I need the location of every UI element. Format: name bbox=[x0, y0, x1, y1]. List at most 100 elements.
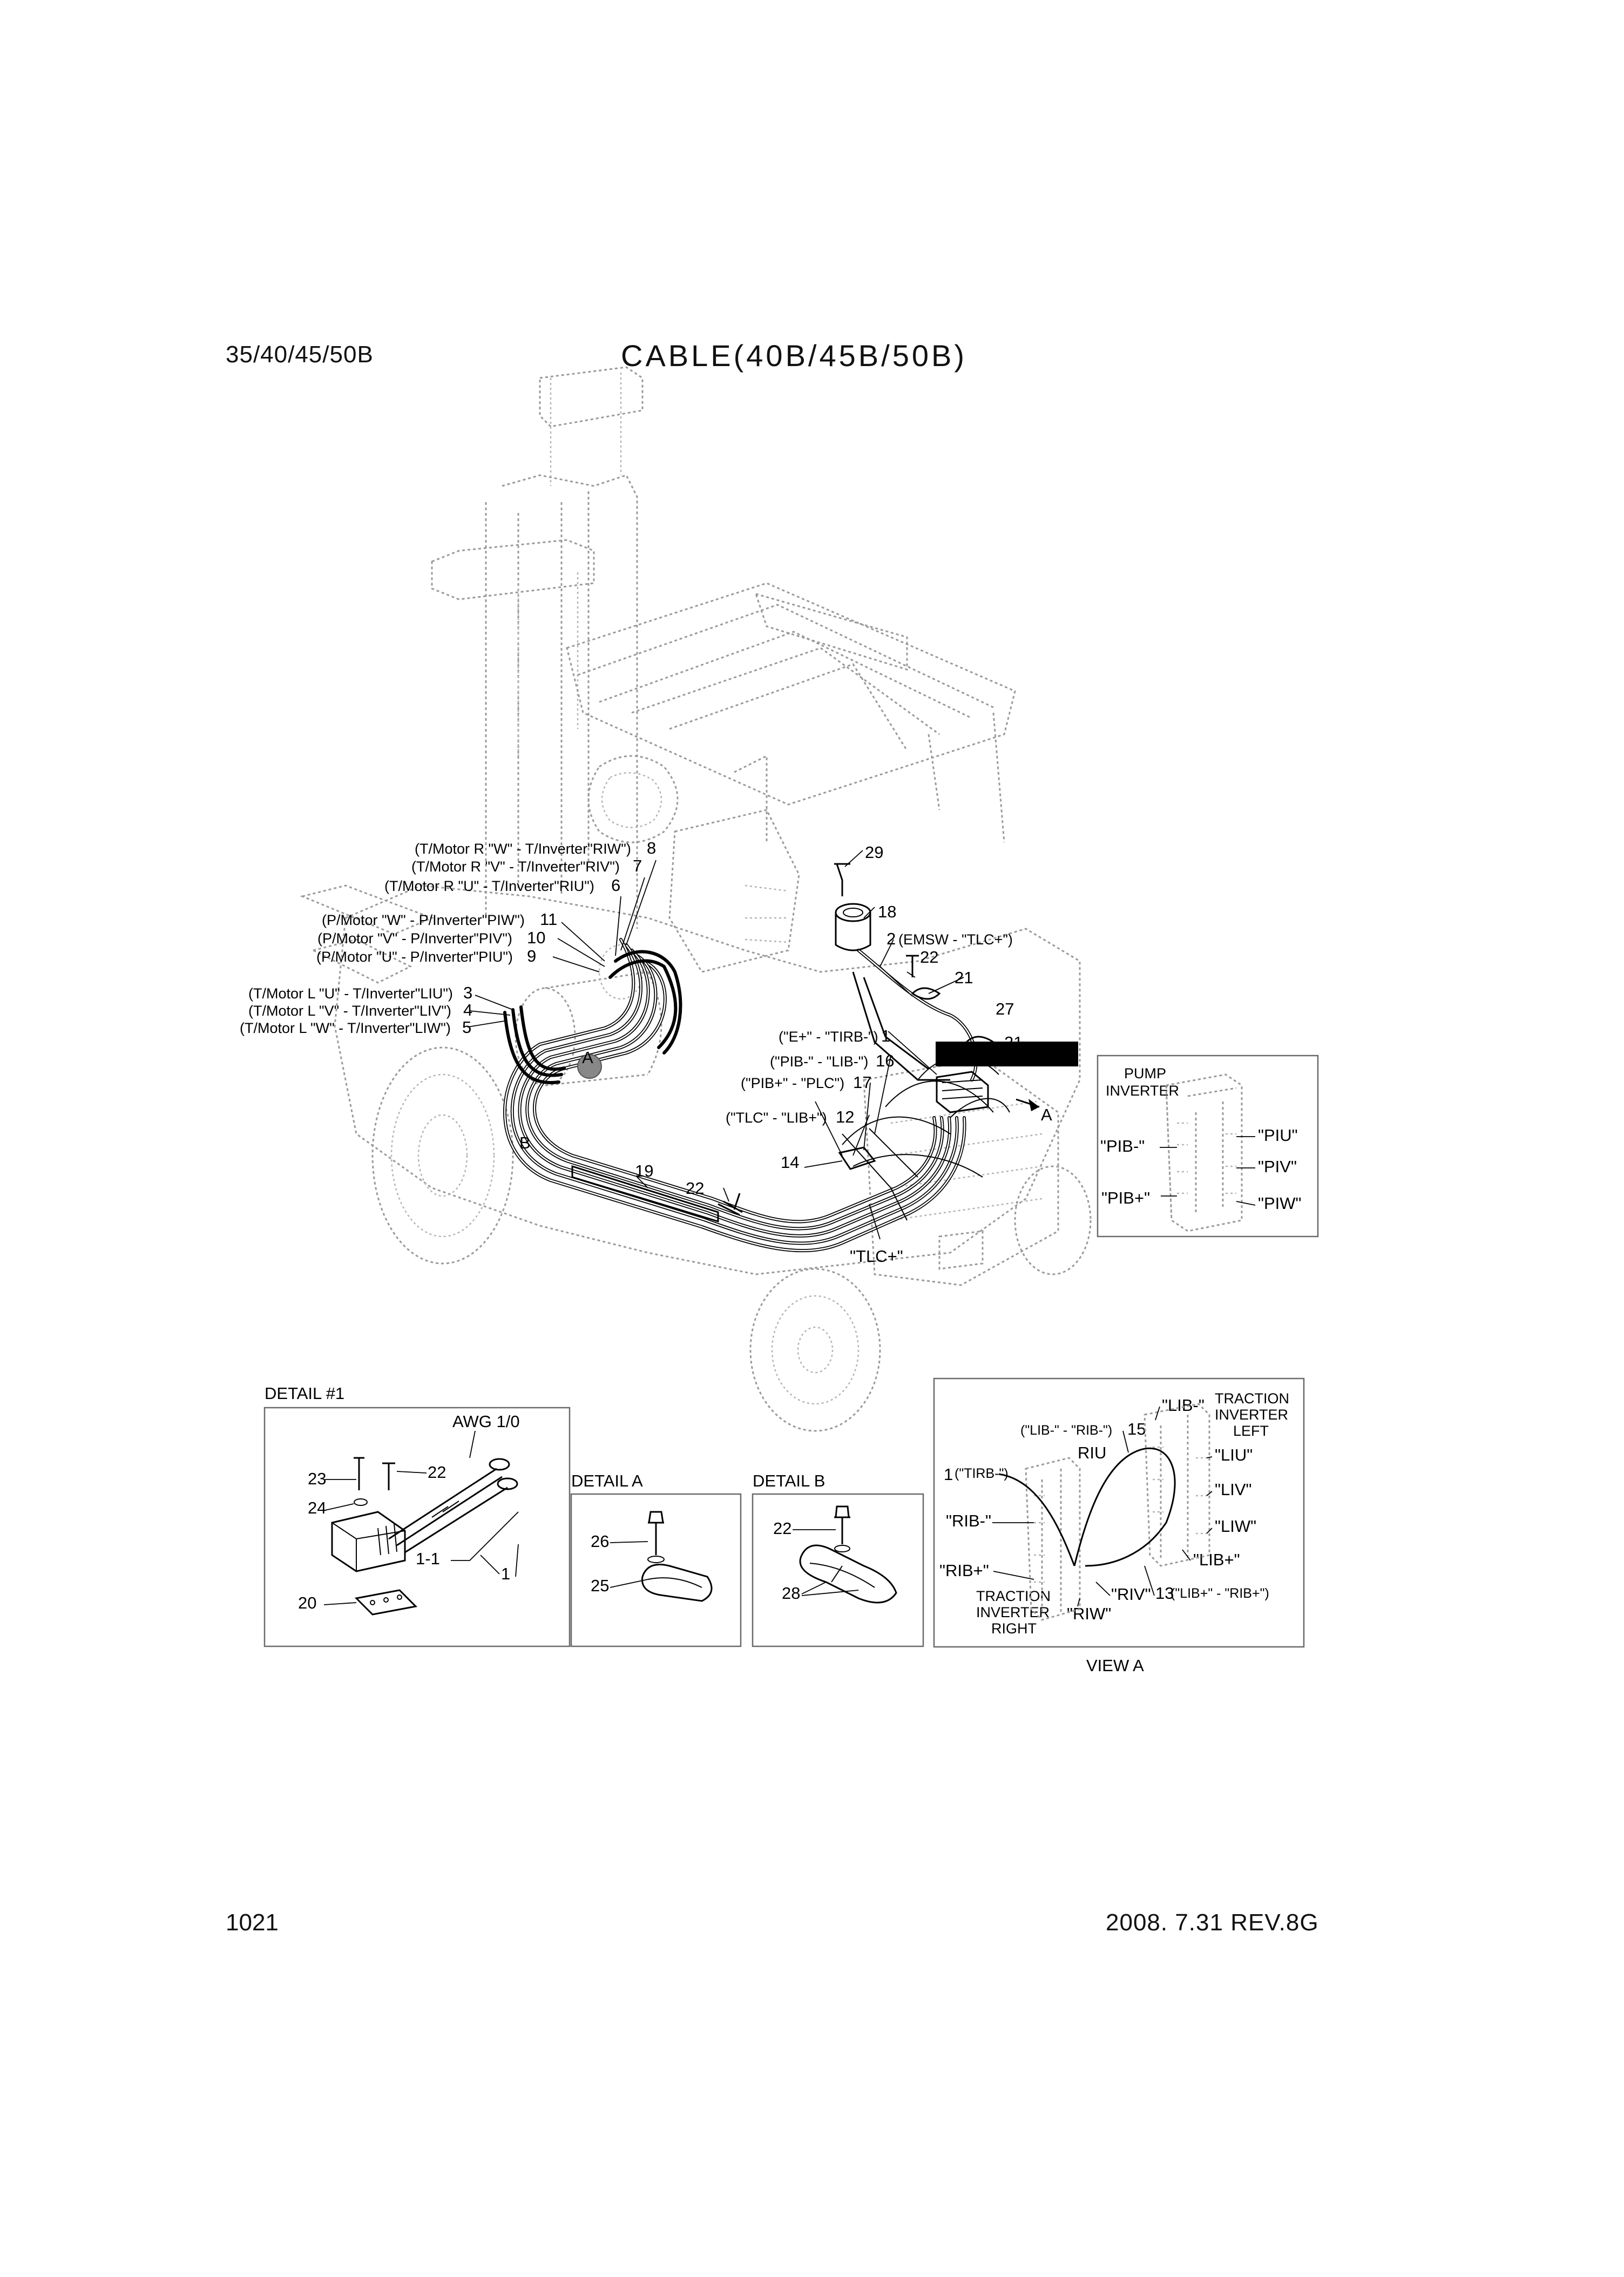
part-number-27: 27 bbox=[996, 999, 1014, 1018]
detail-1-part-20: 20 bbox=[298, 1593, 316, 1612]
traction-left-title-2: INVERTER bbox=[1215, 1407, 1288, 1423]
callout-cable-7-label: (T/Motor R "V" - T/Inverter"RIV") bbox=[411, 859, 620, 875]
view-a-terminal-lib-minus: "LIB-" bbox=[1162, 1396, 1205, 1415]
part-number-18: 18 bbox=[878, 902, 896, 921]
redaction-bar bbox=[936, 1042, 1078, 1066]
detail-1-part-1: 1 bbox=[501, 1564, 510, 1583]
view-a-terminal-lib-plus: "LIB+" bbox=[1193, 1550, 1240, 1569]
view-a-terminal-riw: "RIW" bbox=[1067, 1604, 1111, 1623]
callout-cable-4-label: (T/Motor L "V" - T/Inverter"LIV") bbox=[248, 1003, 451, 1019]
model-code: 35/40/45/50B bbox=[226, 341, 374, 368]
view-a-terminal-liv: "LIV" bbox=[1215, 1480, 1252, 1499]
part-number-17: 17 bbox=[853, 1073, 871, 1092]
traction-right-title-3: RIGHT bbox=[991, 1620, 1037, 1637]
traction-right-title-1: TRACTION bbox=[976, 1588, 1051, 1604]
detail-1-part-1-1: 1-1 bbox=[416, 1549, 440, 1568]
callout-cable-12-label: ("TLC" - "LIB+") bbox=[726, 1110, 827, 1126]
view-a-part-1: 1 bbox=[944, 1465, 953, 1484]
page-number: 1021 bbox=[226, 1909, 279, 1936]
part-number-12: 12 bbox=[836, 1107, 854, 1126]
part-number-14: 14 bbox=[781, 1153, 799, 1172]
view-a-terminal-rib-minus: "RIB-" bbox=[946, 1511, 991, 1530]
view-a-terminal-rib-plus: "RIB+" bbox=[939, 1561, 989, 1580]
view-a-terminal-riv: "RIV" bbox=[1111, 1585, 1151, 1604]
callout-cable-1-label: ("E+" - "TIRB-") bbox=[779, 1029, 878, 1045]
view-a-panel: TRACTION INVERTER LEFT "LIB-" "LIU" "LIV… bbox=[933, 1377, 1305, 1675]
part-number-1-main: 1 bbox=[881, 1026, 890, 1045]
view-a-part-15: 15 bbox=[1127, 1420, 1146, 1438]
callout-cable-16-label: ("PIB-" - "LIB-") bbox=[770, 1053, 868, 1070]
callout-cable-17-label: ("PIB+" - "PLC") bbox=[741, 1075, 844, 1091]
detail-b-part-28: 28 bbox=[782, 1584, 800, 1603]
revision-date: 2008. 7.31 REV.8G bbox=[1106, 1909, 1319, 1936]
components bbox=[571, 863, 1040, 1223]
callout-cable-5-label: (T/Motor L "W" - T/Inverter"LIW") bbox=[240, 1020, 451, 1036]
view-a-caption: VIEW A bbox=[1086, 1656, 1144, 1675]
part-number-29: 29 bbox=[865, 843, 883, 862]
main-callouts: (T/Motor R "W" - T/Inverter"RIW") 8 (T/M… bbox=[240, 839, 1052, 1266]
part-number-5: 5 bbox=[462, 1018, 471, 1037]
tlc-plus-terminal-label: "TLC+" bbox=[850, 1247, 903, 1266]
callout-cable-11-label: (P/Motor "W" - P/Inverter"PIW") bbox=[322, 912, 525, 928]
leader-lines bbox=[467, 850, 983, 1240]
pump-terminal-piu: "PIU" bbox=[1258, 1126, 1298, 1145]
view-a-terminal-liu: "LIU" bbox=[1215, 1445, 1253, 1464]
detail-a-title: DETAIL A bbox=[571, 1471, 643, 1490]
pump-inverter-panel: PUMP INVERTER "PIB-" "PIB+" "PIU" "PIV" … bbox=[1097, 1055, 1319, 1238]
view-a-part-13: 13 bbox=[1155, 1584, 1174, 1603]
part-number-21-lower: 21 bbox=[1004, 1033, 1023, 1052]
detail-b-part-22: 22 bbox=[773, 1519, 791, 1538]
pump-terminal-pib-minus: "PIB-" bbox=[1100, 1137, 1145, 1156]
part-number-16: 16 bbox=[876, 1051, 894, 1070]
part-number-8: 8 bbox=[647, 839, 656, 857]
detail-a-part-26: 26 bbox=[591, 1532, 609, 1551]
callout-cable-8-label: (T/Motor R "W" - T/Inverter"RIW") bbox=[415, 841, 631, 857]
part-number-19: 19 bbox=[635, 1161, 653, 1180]
detail-1-part-24: 24 bbox=[308, 1498, 326, 1517]
traction-left-title-1: TRACTION bbox=[1215, 1390, 1289, 1407]
view-a-cable-13-label: ("LIB+" - "RIB+") bbox=[1170, 1586, 1269, 1601]
view-a-terminal-riu: RIU bbox=[1078, 1443, 1106, 1462]
detail-a-part-25: 25 bbox=[591, 1576, 609, 1595]
view-a-terminal-liw: "LIW" bbox=[1215, 1517, 1256, 1536]
part-number-2: 2 bbox=[887, 929, 896, 948]
part-number-22-lower: 22 bbox=[686, 1179, 704, 1198]
marker-b-main: B bbox=[519, 1133, 531, 1152]
detail-1-part-22: 22 bbox=[428, 1463, 446, 1482]
callout-cable-2-label: (EMSW - "TLC+") bbox=[898, 931, 1013, 948]
callout-cable-10-label: (P/Motor "V" - P/Inverter"PIV") bbox=[317, 930, 512, 947]
view-a-cable-15-label: ("LIB-" - "RIB-") bbox=[1020, 1423, 1112, 1438]
page-title: CABLE(40B/45B/50B) bbox=[621, 339, 967, 373]
callout-cable-6-label: (T/Motor R "U" - T/Inverter"RIU") bbox=[384, 878, 594, 894]
traction-right-title-2: INVERTER bbox=[976, 1604, 1050, 1620]
pump-terminal-pib-plus: "PIB+" bbox=[1101, 1188, 1150, 1207]
part-number-22-top: 22 bbox=[920, 948, 938, 967]
cable-bundle bbox=[503, 938, 1010, 1253]
callout-cable-9-label: (P/Motor "U" - P/Inverter"PIU") bbox=[316, 949, 513, 965]
part-number-10: 10 bbox=[527, 928, 545, 947]
part-number-9: 9 bbox=[527, 947, 536, 965]
pump-terminal-piv: "PIV" bbox=[1258, 1157, 1297, 1176]
part-number-3: 3 bbox=[463, 983, 472, 1002]
detail-1-panel: DETAIL #1 AWG 1/0 23 24 22 1-1 1 bbox=[263, 1384, 571, 1647]
detail-1-part-23: 23 bbox=[308, 1469, 326, 1488]
traction-left-title-3: LEFT bbox=[1233, 1423, 1269, 1439]
detail-b-title: DETAIL B bbox=[753, 1471, 825, 1490]
marker-a-arrow: A bbox=[1041, 1105, 1052, 1124]
detail-1-awg-label: AWG 1/0 bbox=[452, 1412, 520, 1431]
part-number-7: 7 bbox=[633, 856, 642, 875]
detail-a-panel: DETAIL A 26 25 bbox=[570, 1471, 742, 1647]
marker-a-main: A bbox=[582, 1048, 593, 1067]
part-number-21-top: 21 bbox=[955, 968, 973, 987]
pump-terminal-piw: "PIW" bbox=[1258, 1194, 1302, 1213]
part-number-6: 6 bbox=[611, 876, 620, 895]
callout-cable-3-label: (T/Motor L "U" - T/Inverter"LIU") bbox=[248, 985, 453, 1002]
part-number-11: 11 bbox=[540, 910, 557, 929]
detail-b-panel: DETAIL B 22 28 bbox=[752, 1471, 924, 1647]
forklift-outline bbox=[300, 366, 1092, 1432]
pump-inverter-title-1: PUMP bbox=[1124, 1065, 1166, 1082]
part-number-4: 4 bbox=[463, 1001, 472, 1019]
detail-1-title: DETAIL #1 bbox=[265, 1384, 344, 1403]
